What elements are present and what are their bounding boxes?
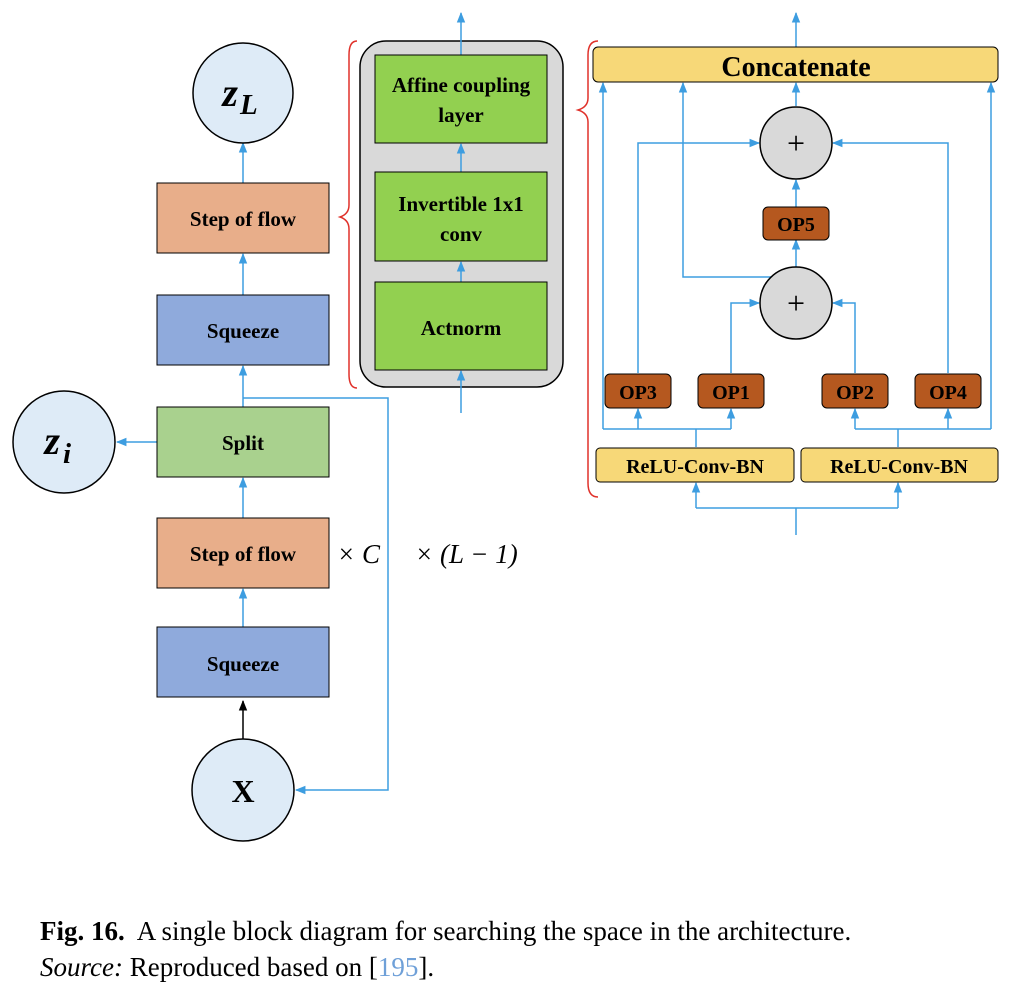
concatenate-box: Concatenate — [592, 46, 999, 83]
figure-caption: Fig. 16. A single block diagram for sear… — [40, 913, 1000, 985]
affine-coupling-layer-box: Affine coupling layer — [374, 54, 548, 144]
z-i-base: z — [42, 418, 60, 463]
brace-step-of-flow — [337, 40, 358, 389]
cell-connectors — [598, 11, 996, 535]
caption-source-end: ]. — [418, 952, 435, 982]
invertible-line-1: Invertible 1x1 — [398, 192, 523, 216]
step-of-flow-top-label: Step of flow — [190, 207, 297, 231]
op4-label: OP4 — [929, 382, 967, 404]
split-box: Split — [156, 406, 330, 478]
z-i-subscript: i — [63, 438, 71, 470]
step-of-flow-top: Step of flow — [156, 182, 330, 254]
op4-box: OP4 — [914, 373, 982, 409]
concatenate-label: Concatenate — [721, 52, 870, 83]
op2-box: OP2 — [821, 373, 889, 409]
multiplier-l: × (L − 1) — [415, 539, 518, 569]
actnorm-box: Actnorm — [374, 281, 548, 371]
affine-line-2: layer — [438, 103, 483, 127]
op1-box: OP1 — [697, 373, 765, 409]
z-l-node: z L — [192, 42, 294, 144]
step-of-flow-bottom: Step of flow — [156, 517, 330, 589]
relu-left-label: ReLU-Conv-BN — [626, 456, 764, 478]
caption-source-text: Reproduced based on [ — [129, 952, 378, 982]
op5-label: OP5 — [777, 214, 815, 236]
op2-label: OP2 — [836, 382, 874, 404]
x-label: X — [231, 773, 254, 809]
squeeze-bottom: Squeeze — [156, 626, 330, 698]
brace-affine-cell — [575, 40, 599, 498]
x-node: X — [191, 738, 295, 842]
affine-line-1: Affine coupling — [392, 73, 531, 97]
squeeze-top: Squeeze — [156, 294, 330, 366]
split-label: Split — [222, 431, 264, 455]
left-flow-connectors — [115, 141, 389, 795]
caption-label: Fig. 16. — [40, 916, 125, 946]
relu-conv-bn-left: ReLU-Conv-BN — [595, 447, 795, 483]
step-of-flow-bottom-label: Step of flow — [190, 542, 297, 566]
op3-label: OP3 — [619, 382, 657, 404]
squeeze-bottom-label: Squeeze — [207, 652, 279, 676]
caption-source-label: Source: — [40, 952, 123, 982]
invertible-line-2: conv — [440, 222, 483, 246]
caption-text: A single block diagram for searching the… — [136, 916, 852, 946]
caption-reference-link[interactable]: 195 — [377, 952, 419, 982]
relu-right-label: ReLU-Conv-BN — [830, 456, 968, 478]
op5-box: OP5 — [762, 206, 830, 241]
actnorm-label: Actnorm — [421, 316, 502, 340]
z-i-node: z i — [12, 390, 116, 494]
squeeze-top-label: Squeeze — [207, 319, 279, 343]
relu-conv-bn-right: ReLU-Conv-BN — [800, 447, 999, 483]
plus-top-label: + — [787, 125, 805, 161]
op3-box: OP3 — [604, 373, 672, 409]
plus-bottom-node: + — [759, 266, 833, 340]
op1-label: OP1 — [712, 382, 750, 404]
multiplier-c: × C — [337, 539, 381, 569]
plus-top-node: + — [759, 106, 833, 180]
invertible-conv-box: Invertible 1x1 conv — [374, 171, 548, 262]
z-l-subscript: L — [239, 89, 258, 121]
z-l-base: z — [220, 70, 238, 115]
plus-bottom-label: + — [787, 285, 805, 321]
